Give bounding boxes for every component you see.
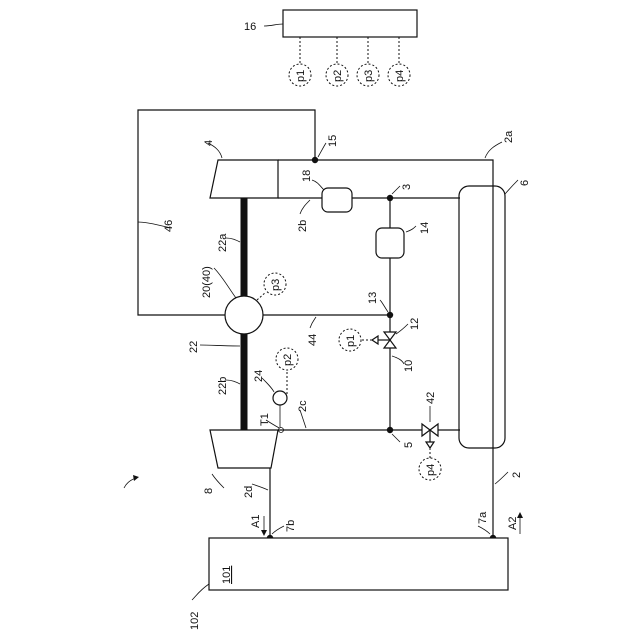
label-node-15: 15 (327, 135, 339, 147)
component-14 (376, 228, 404, 258)
leader-14 (406, 226, 416, 232)
label-node-5: 5 (403, 442, 415, 448)
label-pipe-10: 10 (403, 360, 415, 372)
label-valve-12: 12 (409, 318, 421, 330)
leader-7b (272, 526, 284, 534)
leader-6 (505, 180, 518, 194)
label-shaft-22b: 22b (217, 377, 229, 395)
label-port-7a: 7a (477, 511, 489, 524)
valve-12-bottom (384, 340, 396, 348)
label-sensor-p1: p1 (345, 335, 357, 347)
leader-18 (312, 180, 324, 190)
expander-8 (210, 430, 278, 468)
label-pipe-2: 2 (511, 472, 523, 478)
leader-2b (300, 200, 310, 214)
label-sensor-p2: p2 (282, 354, 294, 366)
leader-13 (380, 300, 388, 312)
label-flow-A1: A1 (250, 515, 262, 528)
signal-stub-p3 (257, 292, 266, 300)
label-tap-p4: p4 (394, 70, 406, 82)
valve-12-actuator (372, 336, 378, 344)
label-line-44: 44 (307, 334, 319, 346)
valve-42-actuator (426, 442, 434, 448)
compressor-4 (210, 160, 278, 198)
sensor-24 (273, 391, 287, 405)
leader-102 (192, 584, 209, 600)
label-pipe-2d: 2d (243, 486, 255, 498)
flow-arrowhead-A1 (261, 530, 267, 536)
label-line-46: 46 (163, 220, 175, 232)
motor-20 (225, 296, 263, 334)
leader-15 (318, 143, 326, 157)
valve-42-right (430, 424, 438, 436)
label-tap-p2: p2 (332, 70, 344, 82)
label-cooler-6: 6 (519, 180, 531, 186)
label-component-14: 14 (419, 222, 431, 234)
label-temp-T1: T1 (259, 413, 271, 426)
label-port-7b: 7b (285, 520, 297, 532)
label-component-18: 18 (301, 170, 313, 182)
leader-5 (392, 434, 400, 442)
label-pipe-2c: 2c (297, 400, 309, 412)
system-ref-arrowhead (133, 475, 139, 481)
component-18 (322, 188, 352, 212)
label-motor-20: 20(40) (201, 266, 213, 298)
label-expander-8: 8 (203, 488, 215, 494)
label-compressor-4: 4 (203, 140, 215, 146)
node-15 (312, 157, 318, 163)
label-valve-42: 42 (425, 392, 437, 404)
device-box-101 (209, 538, 508, 590)
leader-22 (200, 345, 240, 346)
label-pipe-2a: 2a (503, 130, 515, 143)
label-pipe-2b: 2b (297, 220, 309, 232)
leader-2a (485, 142, 502, 158)
leader-44 (310, 317, 316, 328)
cooler-6 (459, 186, 505, 448)
node-5 (387, 427, 393, 433)
label-sensor-24: 24 (253, 370, 265, 382)
controller-box-16 (283, 10, 417, 37)
leader-8 (212, 474, 224, 488)
leader-2 (495, 472, 508, 484)
label-device-102: 102 (189, 612, 201, 630)
label-shaft-22a: 22a (217, 233, 229, 252)
label-controller-16: 16 (244, 21, 256, 33)
label-shaft-22: 22 (188, 341, 200, 353)
label-node-13: 13 (367, 292, 379, 304)
label-sensor-p3: p3 (270, 279, 282, 291)
label-flow-A2: A2 (507, 517, 519, 530)
valve-12-top (384, 332, 396, 340)
leader-16 (264, 24, 283, 26)
pipe-2a (278, 160, 493, 538)
leader-7a (478, 526, 490, 534)
leader-20 (214, 268, 236, 298)
label-sensor-p4: p4 (425, 464, 437, 476)
label-tap-p3: p3 (363, 70, 375, 82)
label-device-101: 101 (221, 566, 233, 584)
leader-12 (396, 324, 408, 334)
valve-42-left (422, 424, 430, 436)
label-tap-p1: p1 (295, 70, 307, 82)
label-node-3: 3 (401, 184, 413, 190)
leader-3 (392, 186, 400, 194)
node-13 (387, 312, 393, 318)
